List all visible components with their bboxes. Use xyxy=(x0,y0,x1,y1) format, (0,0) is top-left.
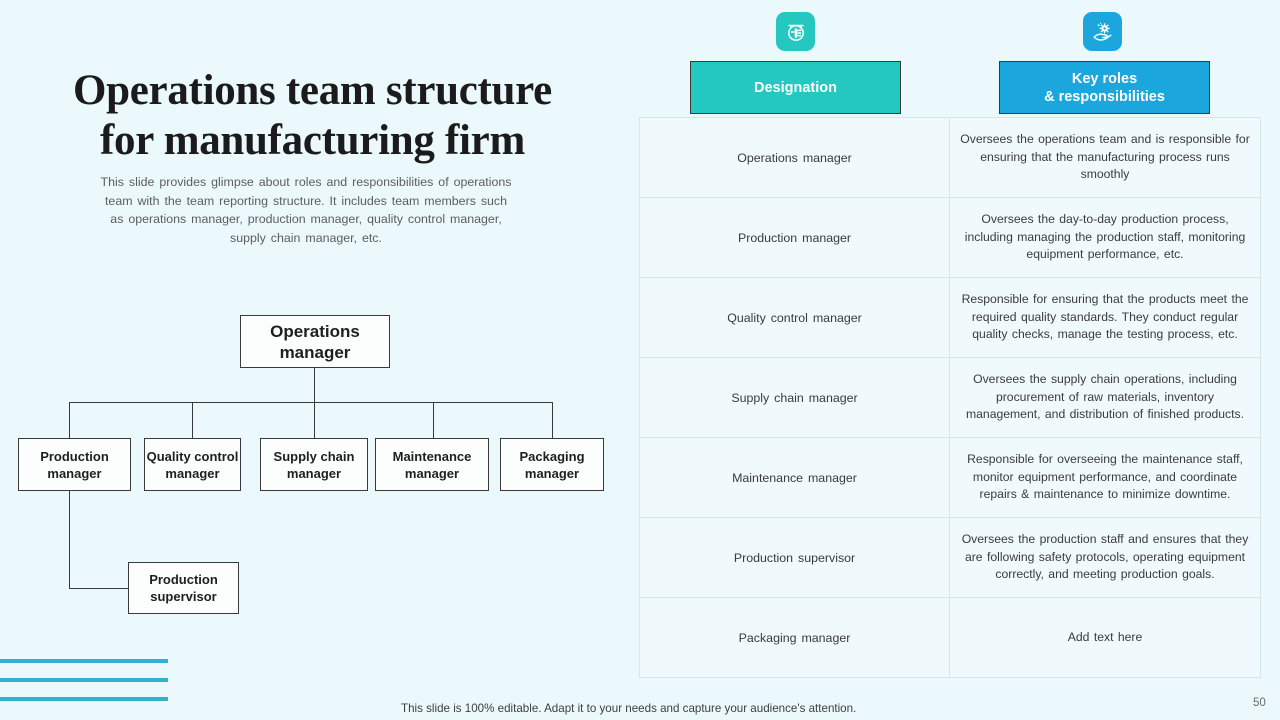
org-connector-drop-maintenance xyxy=(433,402,435,439)
table-header-label: Designation xyxy=(754,79,837,96)
org-node-supply-chain-manager[interactable]: Supply chain manager xyxy=(260,438,368,491)
cell-responsibility: Responsible for overseeing the maintenan… xyxy=(949,437,1261,518)
org-connector-drop-supply xyxy=(314,402,316,439)
page-title: Operations team structure for manufactur… xyxy=(40,66,585,166)
table-row: Production manager Oversees the day-to-d… xyxy=(639,197,1261,278)
org-connector-drop-production xyxy=(69,402,71,439)
table-row: Packaging manager Add text here xyxy=(639,597,1261,678)
page-title-line-1: Operations team structure xyxy=(73,67,552,114)
table-row: Quality control manager Responsible for … xyxy=(639,277,1261,358)
org-node-packaging-manager[interactable]: Packaging manager xyxy=(500,438,604,491)
org-node-label: Operations manager xyxy=(270,321,360,362)
org-node-production-manager[interactable]: Production manager xyxy=(18,438,131,491)
left-panel: Operations team structure for manufactur… xyxy=(0,0,630,720)
table-header-label-line-1: Key roles xyxy=(1071,70,1138,87)
decor-bar-top xyxy=(0,659,168,663)
cell-responsibility: Oversees the production staff and ensure… xyxy=(949,517,1261,598)
cell-responsibility: Oversees the supply chain operations, in… xyxy=(949,357,1261,438)
table-row: Operations manager Oversees the operatio… xyxy=(639,117,1261,198)
org-node-label: Maintenance manager xyxy=(392,448,472,481)
cell-responsibility: Responsible for ensuring that the produc… xyxy=(949,277,1261,358)
org-node-label: Production supervisor xyxy=(149,572,218,604)
org-node-quality-control-manager[interactable]: Quality control manager xyxy=(144,438,241,491)
org-connector-drop-packaging xyxy=(552,402,554,439)
cell-designation: Operations manager xyxy=(639,117,950,198)
org-node-label: Production manager xyxy=(40,448,109,481)
org-connector-supervisor-horizontal xyxy=(69,588,129,590)
table-header-label-line-2: & responsibilities xyxy=(1044,88,1165,105)
org-node-operations-manager[interactable]: Operations manager xyxy=(240,315,390,368)
org-node-label: Packaging manager xyxy=(519,448,585,481)
cell-designation: Packaging manager xyxy=(639,597,950,678)
org-node-production-supervisor[interactable]: Production supervisor xyxy=(128,562,239,614)
cell-designation: Production manager xyxy=(639,197,950,278)
cell-responsibility: Oversees the operations team and is resp… xyxy=(949,117,1261,198)
page-number: 50 xyxy=(1253,697,1266,709)
org-connector-drop-quality xyxy=(192,402,194,439)
hand-gear-icon xyxy=(1083,12,1122,51)
decor-bar-bottom xyxy=(0,697,168,701)
table-header-designation[interactable]: Designation xyxy=(690,61,901,114)
footer-note: This slide is 100% editable. Adapt it to… xyxy=(401,702,857,715)
org-connector-supervisor-vertical xyxy=(69,490,71,589)
cell-responsibility: Add text here xyxy=(949,597,1261,678)
responsibilities-table: Operations manager Oversees the operatio… xyxy=(639,117,1261,678)
org-connector-root-stem xyxy=(314,368,316,403)
table-header-key-roles[interactable]: Key roles & responsibilities xyxy=(999,61,1210,114)
table-row: Maintenance manager Responsible for over… xyxy=(639,437,1261,518)
decor-bar-middle xyxy=(0,678,168,682)
page-subtitle: This slide provides glimpse about roles … xyxy=(100,175,512,245)
cell-designation: Production supervisor xyxy=(639,517,950,598)
right-panel: Designation Key roles & responsibilities… xyxy=(639,0,1280,720)
org-node-maintenance-manager[interactable]: Maintenance manager xyxy=(375,438,489,491)
cell-designation: Supply chain manager xyxy=(639,357,950,438)
cell-responsibility: Oversees the day-to-day production proce… xyxy=(949,197,1261,278)
org-connector-bus xyxy=(69,402,553,404)
org-node-label: Quality control manager xyxy=(146,448,239,481)
org-chart: Operations manager Production manager Qu… xyxy=(0,300,630,630)
page-title-line-2: for manufacturing firm xyxy=(100,117,525,164)
table-row: Supply chain manager Oversees the supply… xyxy=(639,357,1261,438)
table-row: Production supervisor Oversees the produ… xyxy=(639,517,1261,598)
org-node-label: Supply chain manager xyxy=(273,448,355,481)
cell-designation: Maintenance manager xyxy=(639,437,950,518)
cell-designation: Quality control manager xyxy=(639,277,950,358)
org-badge-icon xyxy=(776,12,815,51)
